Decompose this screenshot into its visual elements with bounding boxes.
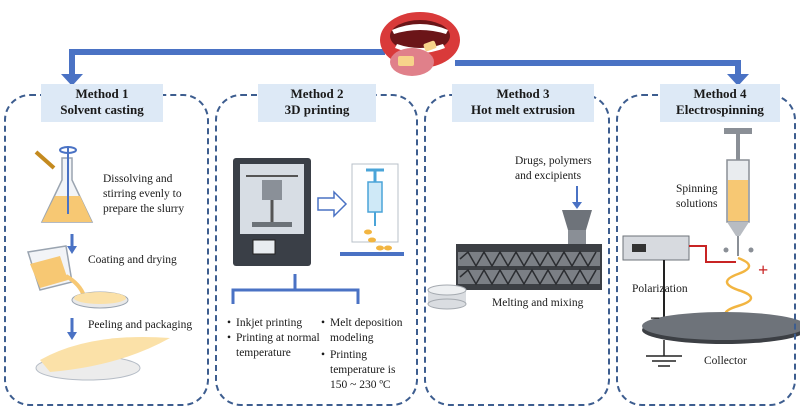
flow-arrowhead-method1 <box>61 74 83 86</box>
positive-sign: + <box>758 260 768 280</box>
method2-bracket <box>231 274 360 304</box>
negative-sign: − <box>650 308 660 328</box>
method2-bullet-printing: Printing <box>330 349 368 361</box>
method2-bullet-normal-temp-cont: temperature <box>236 347 291 359</box>
method2-bullet-melt: Melt deposition <box>330 317 403 329</box>
method1-title-line1: Method 1 <box>75 86 129 101</box>
beaker-pouring-icon <box>27 245 86 297</box>
flow-arrowhead-method4 <box>727 74 749 86</box>
method2-bullets-col1b: Printing at normal temperature <box>227 331 320 361</box>
method3-title: Method 3 Hot melt extrusion <box>452 84 594 122</box>
method1-panel <box>4 94 209 406</box>
process-arrow <box>317 190 348 218</box>
method1-title-line2: Solvent casting <box>60 102 144 117</box>
flask-stirring-icon <box>34 146 94 223</box>
method2-bullet-melt-cont: modeling <box>330 332 374 344</box>
method4-label-collector: Collector <box>704 355 747 367</box>
method4-title-line2: Electrospinning <box>676 102 764 117</box>
method4-label-line2: solutions <box>676 198 718 210</box>
twin-screw-extruder-icon <box>456 244 602 290</box>
method2-title: Method 2 3D printing <box>258 84 376 122</box>
method3-title-line2: Hot melt extrusion <box>471 102 575 117</box>
syringe-icon <box>723 128 754 256</box>
3d-printer-icon <box>233 158 311 266</box>
extruded-disc-icon <box>427 284 467 310</box>
method1-step-line3: prepare the slurry <box>103 203 185 215</box>
method1-step-arrows <box>67 234 77 340</box>
method1-title: Method 1 Solvent casting <box>41 84 163 122</box>
method1-step-coating: Coating and drying <box>88 254 177 266</box>
method2-bullet-temp-range: 150 ~ 230 ºC <box>330 379 391 391</box>
method4-label-spinning: Spinning solutions <box>676 182 718 212</box>
method1-step-line1: Dissolving and <box>103 173 173 185</box>
method2-title-line1: Method 2 <box>290 86 344 101</box>
method3-panel <box>424 94 610 406</box>
collector-plate-icon <box>642 312 800 344</box>
method4-title: Method 4 Electrospinning <box>660 84 780 122</box>
ground-icon <box>646 340 682 367</box>
spinning-jet <box>724 256 753 324</box>
method4-label-line1: Spinning <box>676 183 718 195</box>
method2-bullet-inkjet: Inkjet printing <box>236 317 303 329</box>
syringe-print-head-icon <box>340 163 404 256</box>
hopper-icon <box>562 186 592 244</box>
flow-arrow-method1 <box>69 49 385 76</box>
method2-bullets-col2: Melt deposition modeling <box>321 316 403 346</box>
power-supply-icon <box>622 235 736 318</box>
method2-bullets-col1: Inkjet printing <box>227 316 303 331</box>
method3-label-inputs: Drugs, polymers and excipients <box>515 154 592 184</box>
method3-title-line1: Method 3 <box>496 86 550 101</box>
flow-arrow-method4 <box>455 60 741 76</box>
method3-label-line1: Drugs, polymers <box>515 155 592 167</box>
petri-dish-icon <box>71 291 129 309</box>
method4-label-polarization: Polarization <box>632 283 688 295</box>
mouth-with-film-icon <box>380 12 460 76</box>
method1-step-line2: stirring evenly to <box>103 188 182 200</box>
method2-title-line2: 3D printing <box>284 102 350 117</box>
method1-step-dissolving: Dissolving and stirring evenly to prepar… <box>103 172 184 217</box>
method1-step-peeling: Peeling and packaging <box>88 319 193 331</box>
method2-bullets-col2b: Printing temperature is 150 ~ 230 ºC <box>321 348 396 393</box>
peeled-film-icon <box>35 336 170 381</box>
method3-label-line2: and excipients <box>515 170 582 182</box>
method2-bullet-normal-temp: Printing at normal <box>236 332 320 344</box>
flow-arrows <box>61 49 749 86</box>
method4-title-line1: Method 4 <box>693 86 747 101</box>
method3-label-melting: Melting and mixing <box>492 297 584 309</box>
method2-bullet-printing-cont: temperature is <box>330 364 396 376</box>
